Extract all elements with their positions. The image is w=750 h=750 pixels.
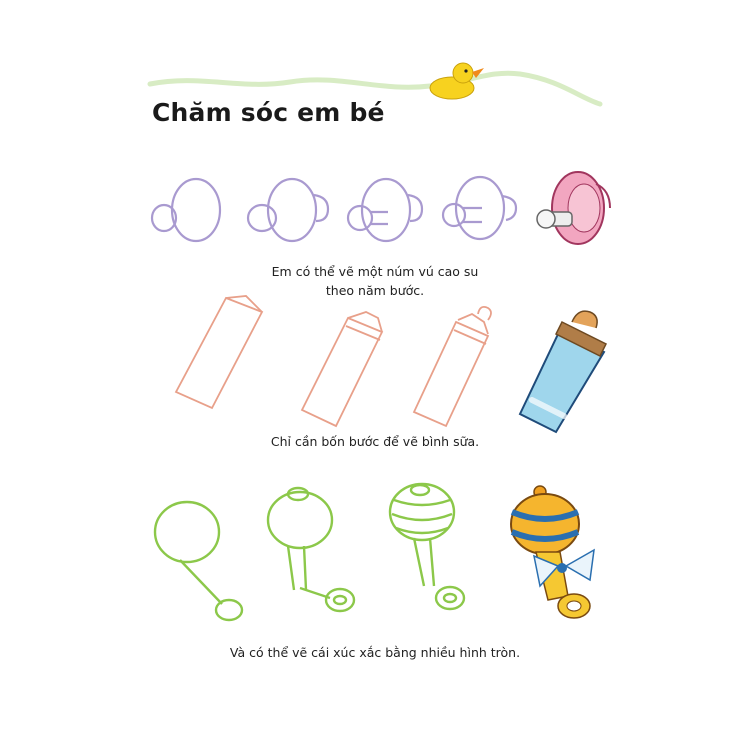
- pacifier-caption-line-1: Em có thể vẽ một núm vú cao su: [271, 264, 479, 279]
- bottle-caption: Chỉ cần bốn bước để vẽ bình sữa.: [270, 434, 480, 449]
- pacifier-step-3: [346, 177, 424, 243]
- rattle-colored: [510, 485, 595, 619]
- pacifier-caption: Em có thể vẽ một núm vú cao su theo năm …: [255, 262, 495, 300]
- header-wave-line: [147, 70, 603, 107]
- bottle-colored: [518, 310, 608, 434]
- rattle-step-2: [266, 486, 356, 613]
- bottle-step-3: [412, 305, 492, 428]
- rattle-step-3: [388, 482, 466, 611]
- page-title: Chăm sóc em bé: [152, 98, 385, 127]
- pacifier-step-2: [246, 177, 330, 243]
- pacifier-colored: [536, 171, 611, 245]
- bottle-step-1: [174, 295, 264, 410]
- pacifier-caption-line-2: theo năm bước.: [325, 283, 425, 298]
- bottle-step-2: [300, 311, 384, 428]
- pacifier-step-1: [150, 177, 222, 243]
- pacifier-step-4: [441, 175, 518, 241]
- rattle-caption: Và có thể vẽ cái xúc xắc bằng nhiều hình…: [229, 645, 521, 660]
- duck-icon: [429, 62, 484, 100]
- rattle-step-1: [153, 500, 244, 622]
